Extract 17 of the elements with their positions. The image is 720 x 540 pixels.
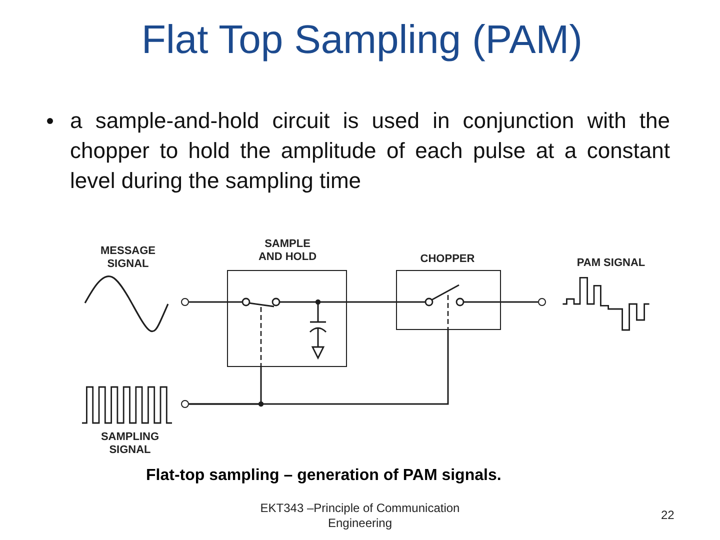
- terminal-circle: [181, 400, 189, 408]
- terminal-circle: [181, 298, 189, 306]
- footer-text: EKT343 –Principle of Communication Engineering: [259, 501, 461, 531]
- slide-title: Flat Top Sampling (PAM): [142, 17, 582, 64]
- wire: [189, 301, 227, 303]
- figure-caption: Flat-top sampling – generation of PAM signals.: [146, 466, 502, 485]
- signal-label: PAM SIGNAL: [576, 257, 646, 270]
- signal-label: SAMPLING SIGNAL: [100, 431, 160, 457]
- wire: [347, 301, 396, 303]
- signal-label: MESSAGE SIGNAL: [99, 245, 156, 271]
- page-number: 22: [661, 508, 674, 523]
- block-label: SAMPLE AND HOLD: [257, 238, 318, 264]
- wire: [501, 301, 538, 303]
- terminal-circle: [538, 298, 546, 306]
- block-label: CHOPPER: [419, 252, 476, 266]
- wire: [189, 330, 449, 405]
- bullet-text: a sample-and-hold circuit is used in conjunction with the chopper to hold the amplitude of each pulse at a constant level during the sampling time: [70, 107, 670, 195]
